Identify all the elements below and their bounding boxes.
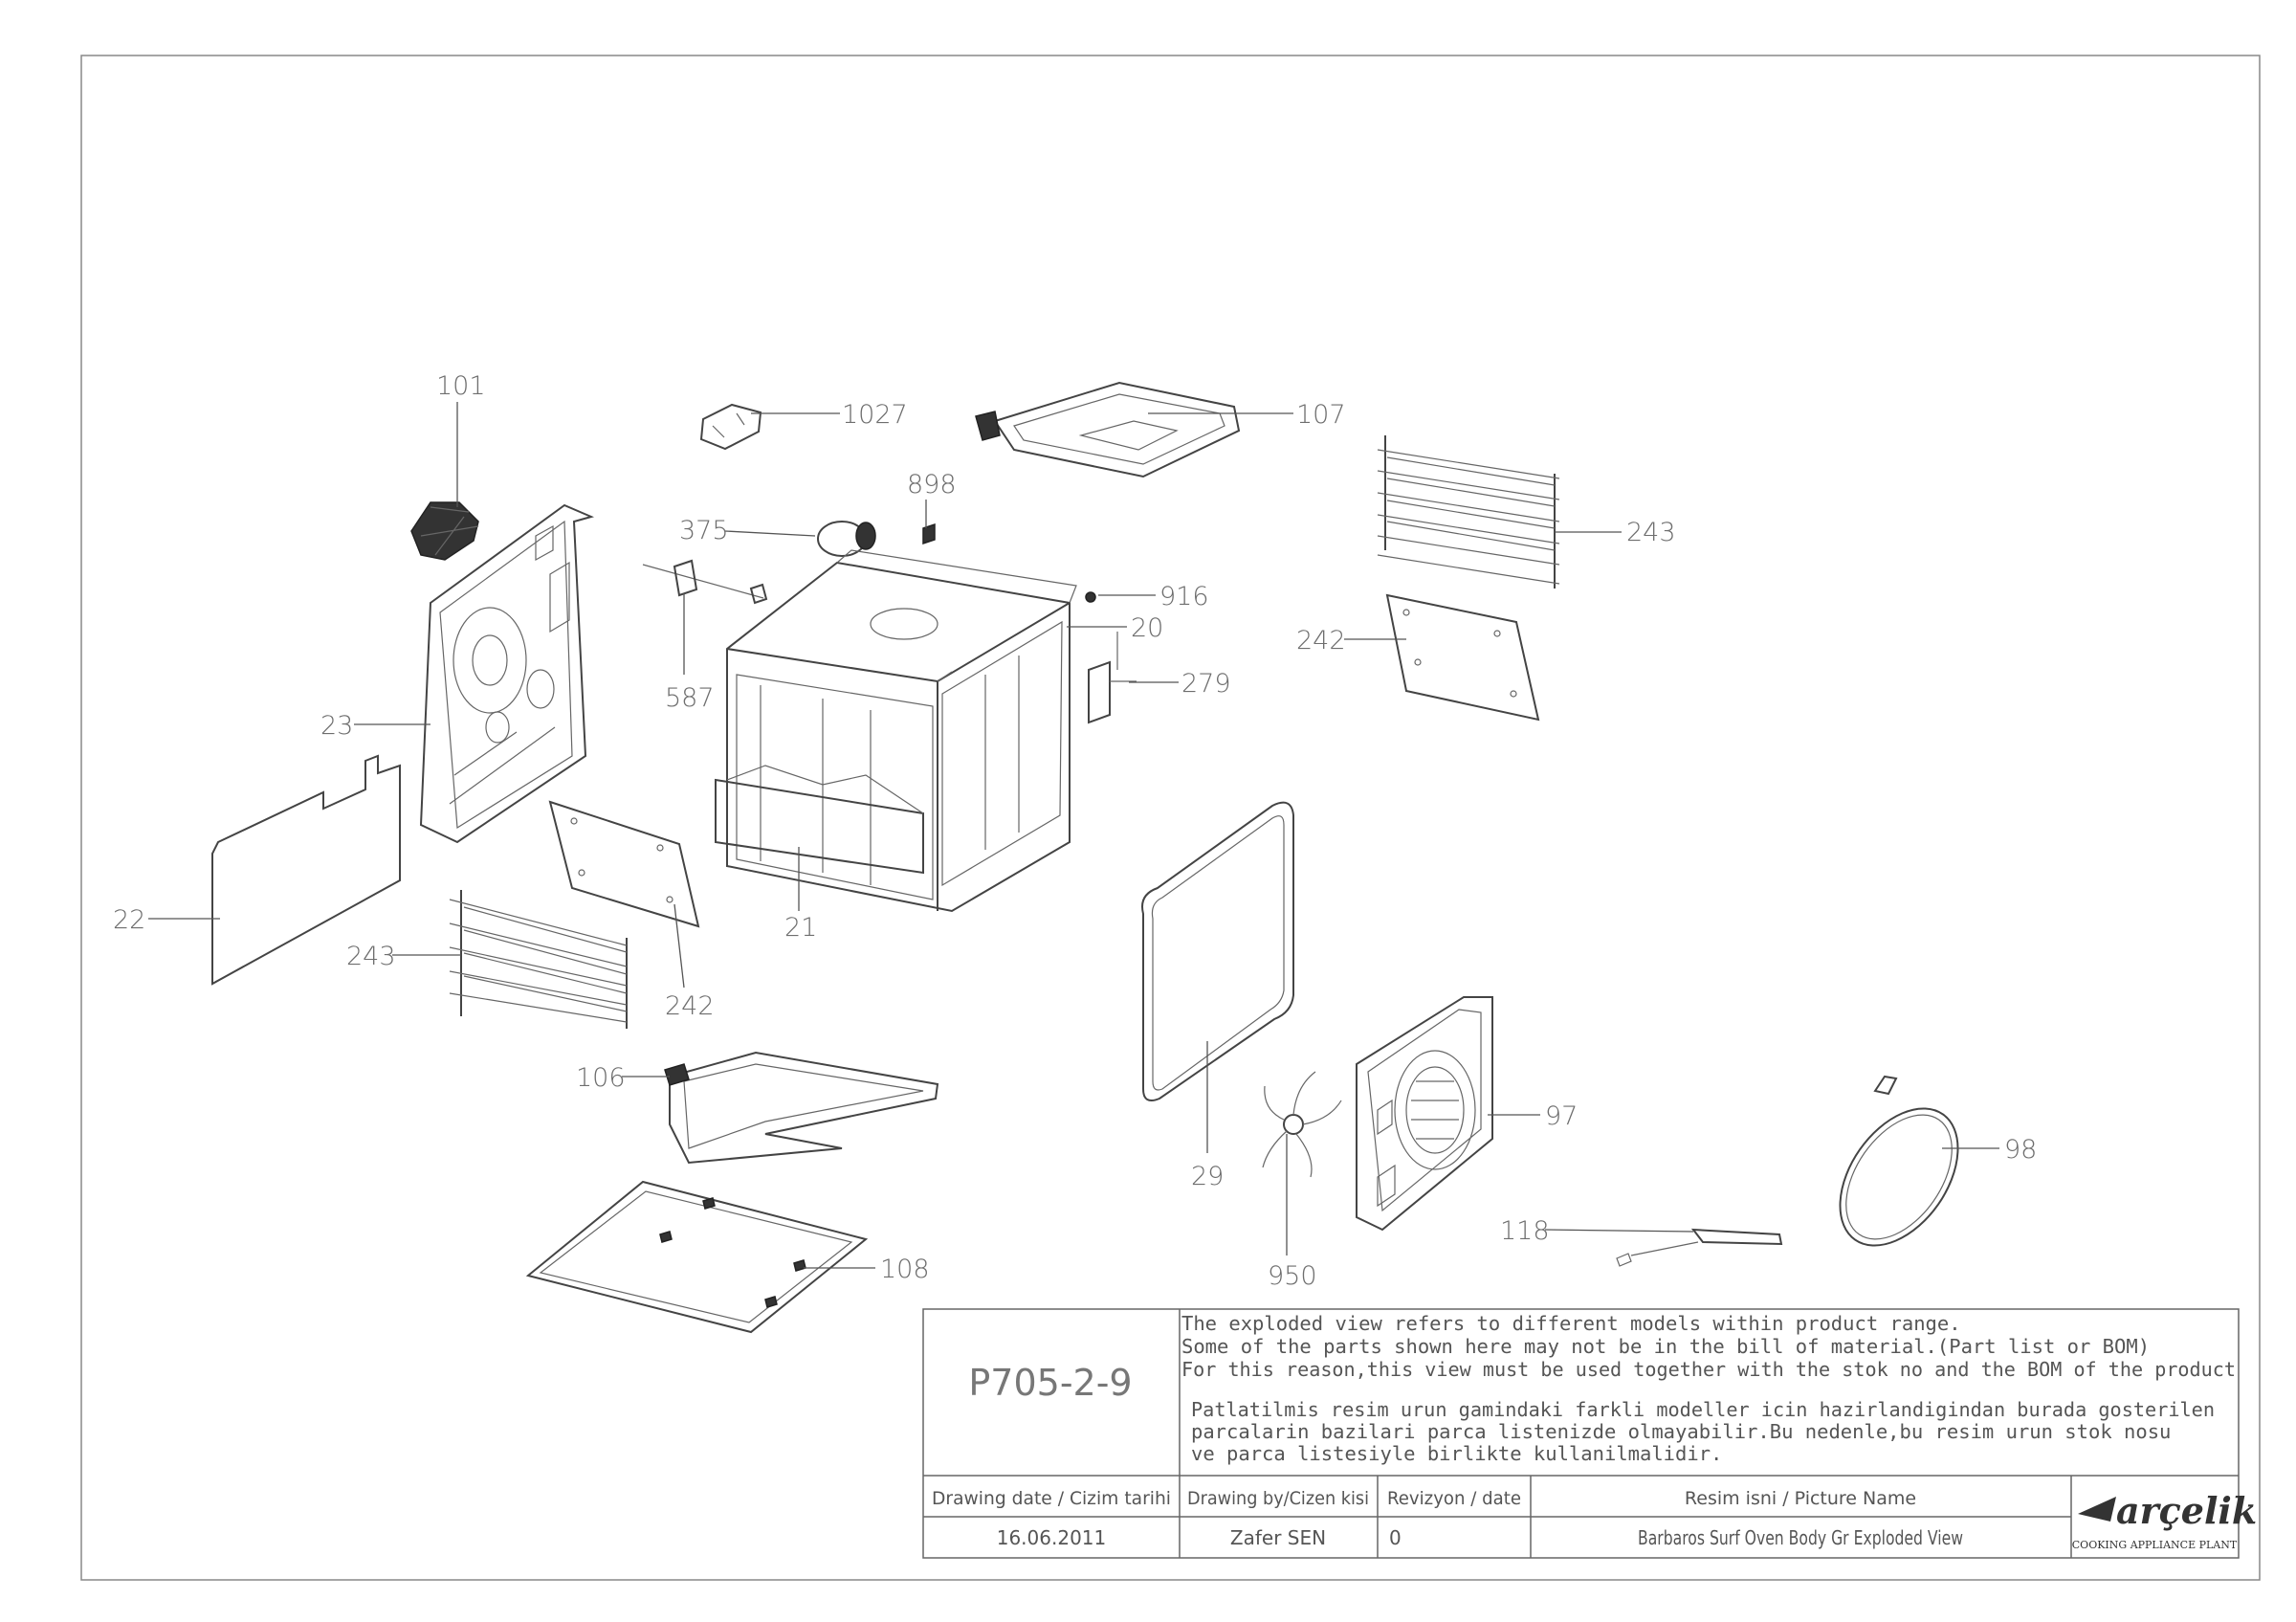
note-tr-2: parcalarin bazilari parca listenizde olm… <box>1191 1420 2171 1443</box>
callout-22: 22 <box>113 905 145 935</box>
part-279-bracket <box>1088 632 1137 724</box>
part-29-door-seal <box>1141 801 1294 1101</box>
part-243-right-rails <box>1377 435 1560 589</box>
callout-20: 20 <box>1131 613 1163 643</box>
callout-242-left: 242 <box>665 991 715 1021</box>
value-drawing-by: Zafer SEN <box>1230 1526 1326 1549</box>
part-916-screw <box>1085 591 1096 603</box>
value-drawing-date: 16.06.2011 <box>997 1526 1107 1549</box>
part-97-fan-cover <box>1356 996 1493 1232</box>
note-en-2: Some of the parts shown here may not be … <box>1181 1335 2150 1358</box>
callout-101: 101 <box>436 371 486 401</box>
callout-118: 118 <box>1500 1216 1550 1246</box>
callout-279: 279 <box>1181 669 1231 699</box>
callout-29: 29 <box>1191 1162 1224 1191</box>
callout-950: 950 <box>1268 1261 1317 1291</box>
part-242-left-panel <box>548 800 700 928</box>
leader-lines <box>148 402 1999 1269</box>
callout-242-right: 242 <box>1296 626 1346 655</box>
callout-106: 106 <box>576 1063 626 1093</box>
sheet-border <box>80 55 2261 1581</box>
callout-23: 23 <box>320 711 353 741</box>
callout-labels: 101 1027 107 898 375 243 916 20 242 279 … <box>113 371 2037 1291</box>
drawing-code: P705-2-9 <box>968 1362 1132 1404</box>
header-revision: Revizyon / date <box>1387 1488 1521 1509</box>
header-picture-name: Resim isni / Picture Name <box>1685 1488 1916 1509</box>
part-950-fan-blade <box>1262 1071 1342 1178</box>
callout-243-left: 243 <box>346 942 396 971</box>
part-1027-thermostat <box>699 403 762 451</box>
part-107-grill-heater <box>975 381 1241 478</box>
callout-97: 97 <box>1545 1101 1578 1131</box>
part-22-back-insulation <box>211 754 401 986</box>
callout-108: 108 <box>880 1255 930 1284</box>
callout-98: 98 <box>2004 1135 2037 1165</box>
note-tr-1: Patlatilmis resim urun gamindaki farkli … <box>1191 1398 2215 1421</box>
part-108-bottom-plate <box>525 1180 869 1334</box>
note-en-3: For this reason,this view must be used t… <box>1181 1358 2236 1381</box>
callout-587: 587 <box>665 683 715 713</box>
arcelik-logo: arçelik COOKING APPLIANCE PLANT <box>2072 1489 2257 1551</box>
callout-243-right: 243 <box>1626 518 1676 547</box>
callout-916: 916 <box>1159 582 1209 611</box>
note-tr-3: ve parca listesiyle birlikte kullanilmal… <box>1191 1442 1722 1465</box>
callout-21: 21 <box>784 913 817 943</box>
part-587-rod <box>642 559 768 605</box>
part-118-heater-leads <box>1616 1228 1783 1267</box>
part-23-back-panel <box>419 503 595 844</box>
title-block: P705-2-9 The exploded view refers to dif… <box>922 1308 2257 1559</box>
part-98-ring-heater <box>1839 1075 1959 1247</box>
part-101-fan-motor <box>410 501 479 561</box>
brand-name: arçelik <box>2116 1489 2257 1532</box>
value-picture-name: Barbaros Surf Oven Body Gr Exploded View <box>1638 1526 1963 1549</box>
note-en-1: The exploded view refers to different mo… <box>1181 1312 1961 1335</box>
part-20-oven-cavity <box>726 549 1077 913</box>
part-243-left-rails <box>449 890 628 1029</box>
part-242-right-panel <box>1385 593 1540 722</box>
callout-898: 898 <box>907 470 957 500</box>
part-21-bottom-insulation <box>715 765 924 875</box>
part-898-clip <box>922 522 936 545</box>
header-drawing-date: Drawing date / Cizim tarihi <box>932 1488 1171 1509</box>
header-drawing-by: Drawing by/Cizen kisi <box>1187 1488 1369 1509</box>
callout-375: 375 <box>679 516 729 545</box>
callout-107: 107 <box>1296 400 1346 430</box>
logo-swoosh-icon <box>2078 1497 2116 1522</box>
part-106-bottom-heater <box>664 1051 939 1165</box>
callout-1027: 1027 <box>842 400 908 430</box>
part-375-lamp <box>817 521 876 557</box>
value-revision: 0 <box>1389 1526 1402 1549</box>
brand-plant: COOKING APPLIANCE PLANT <box>2072 1539 2238 1551</box>
